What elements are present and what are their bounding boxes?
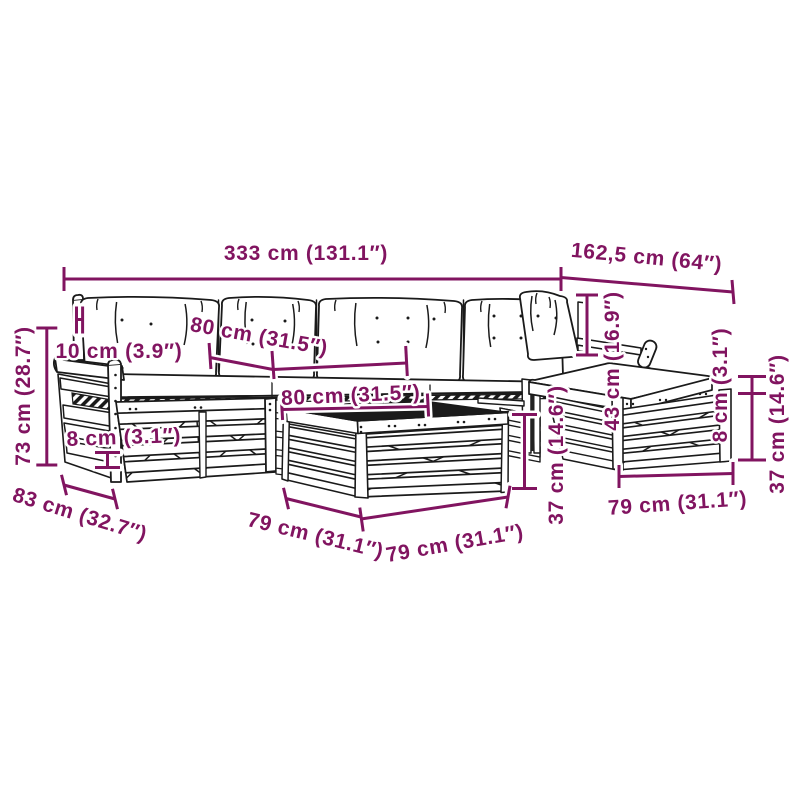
svg-text:37 cm (14.6″): 37 cm (14.6″) <box>766 354 789 493</box>
svg-text:73 cm (28.7″): 73 cm (28.7″) <box>12 326 35 465</box>
svg-text:8 cm (3.1″): 8 cm (3.1″) <box>709 328 732 443</box>
svg-text:8 cm (3.1″): 8 cm (3.1″) <box>66 424 181 451</box>
svg-text:80 cm (31.5″): 80 cm (31.5″) <box>281 381 421 410</box>
svg-text:43 cm (16.9″): 43 cm (16.9″) <box>601 291 624 430</box>
svg-text:37 cm (14.6″): 37 cm (14.6″) <box>545 385 568 524</box>
svg-text:333 cm (131.1″): 333 cm (131.1″) <box>224 242 388 265</box>
svg-text:10 cm (3.9″): 10 cm (3.9″) <box>55 340 182 363</box>
